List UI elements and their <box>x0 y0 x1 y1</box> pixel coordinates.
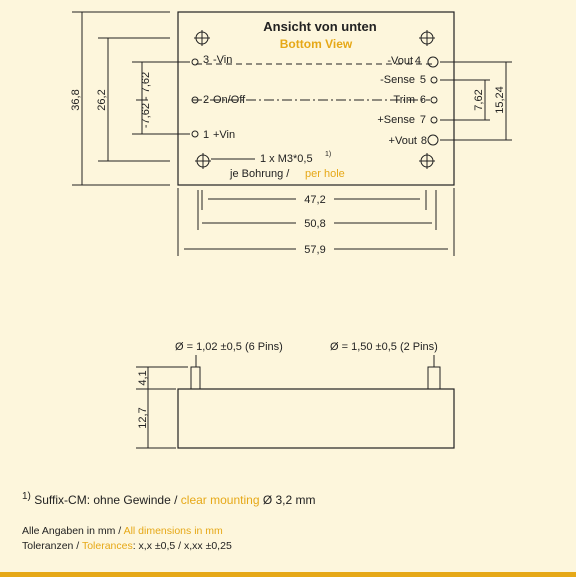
pin-7-label: +Sense <box>377 114 415 126</box>
tolerance-de: Toleranzen / <box>22 540 80 552</box>
pin-8-circle <box>427 134 439 146</box>
pin-5-num: 5 <box>420 74 426 86</box>
pin-small <box>190 366 201 390</box>
pin-4-num: 4 <box>415 55 421 67</box>
tolerance-rest: : x,x ±0,5 / x,xx ±0,25 <box>132 540 232 552</box>
dim-lines-bottom <box>177 188 455 256</box>
dim-pin-length: 4,1 <box>137 370 149 385</box>
pin-diameter-right: Ø = 1,50 ±0,5 (2 Pins) <box>330 341 438 353</box>
hole-note-line1: 1 x M3*0,5 <box>260 153 313 165</box>
pin-3-num: 3 <box>203 54 209 66</box>
pin-3-circle <box>191 58 199 66</box>
mounting-hole-tr <box>419 30 435 46</box>
pin-5-circle <box>430 76 438 84</box>
pin-6-num: 6 <box>420 94 426 106</box>
hole-note-en: per hole <box>305 168 345 180</box>
dim-width-3: 57,9 <box>304 244 325 256</box>
title-de: Ansicht von unten <box>263 19 376 34</box>
dim-lines-right <box>440 61 512 141</box>
dim-pitch-left: -7,62 - 7,62 <box>140 72 152 128</box>
hole-note-de: je Bohrung / <box>229 168 290 180</box>
footnote-sup: 1) <box>22 491 31 502</box>
pin-large <box>427 366 441 390</box>
pin-6-label: Trim <box>393 94 415 106</box>
pin-6-circle <box>430 96 438 104</box>
footnote: 1) Suffix-CM: ohne Gewinde / clear mount… <box>22 491 316 507</box>
mounting-hole-bl <box>195 153 211 169</box>
dim-width-1: 47,2 <box>304 194 325 206</box>
pin-3-label: -Vin <box>213 54 232 66</box>
module-outline-bottom-view <box>177 11 455 186</box>
footnote-rest: Ø 3,2 mm <box>262 493 316 507</box>
pin-1-circle <box>191 130 199 138</box>
dim-pitch-right-b: 15,24 <box>494 86 506 114</box>
pin-1-label: +Vin <box>213 129 235 141</box>
tolerance-en: Tolerances <box>81 540 133 552</box>
footnote-de: Suffix-CM: ohne Gewinde / <box>34 493 178 507</box>
units-note: Alle Angaben in mm / All dimensions in m… <box>22 525 223 537</box>
tolerance-note: Toleranzen / Tolerances: x,x ±0,5 / x,xx… <box>22 540 232 552</box>
accent-bar <box>0 572 576 577</box>
pin-2-label: On/Off <box>213 94 246 106</box>
mounting-hole-tl <box>194 30 210 46</box>
pin-7-circle <box>430 116 438 124</box>
footnote-en: clear mounting <box>180 493 260 507</box>
hole-note-sup: 1) <box>325 151 331 158</box>
pin-diameter-left: Ø = 1,02 ±0,5 (6 Pins) <box>175 341 283 353</box>
pin-5-label: -Sense <box>380 74 415 86</box>
pin-1-num: 1 <box>203 129 209 141</box>
dim-height-outer: 36,8 <box>70 89 82 110</box>
dim-lines-side <box>136 366 188 449</box>
pin-2-num: 2 <box>203 94 209 106</box>
pin-8-num: 8 <box>421 135 427 147</box>
pin-7-num: 7 <box>420 114 426 126</box>
title-en: Bottom View <box>280 37 353 51</box>
module-side-view <box>177 388 455 449</box>
pin-2-circle <box>191 96 199 104</box>
dim-height-inner: 26,2 <box>96 89 108 110</box>
dim-pitch-right-a: 7,62 <box>473 89 485 110</box>
pin-4-circle <box>427 56 439 68</box>
dim-width-2: 50,8 <box>304 218 325 230</box>
units-de: Alle Angaben in mm / <box>22 525 122 537</box>
pin-8-label: +Vout <box>389 135 417 147</box>
dim-body-height: 12,7 <box>137 407 149 428</box>
pin-4-label: -Vout <box>387 55 413 67</box>
units-en: All dimensions in mm <box>123 525 223 537</box>
dim-lines-left <box>72 11 190 186</box>
mounting-hole-br <box>419 153 435 169</box>
